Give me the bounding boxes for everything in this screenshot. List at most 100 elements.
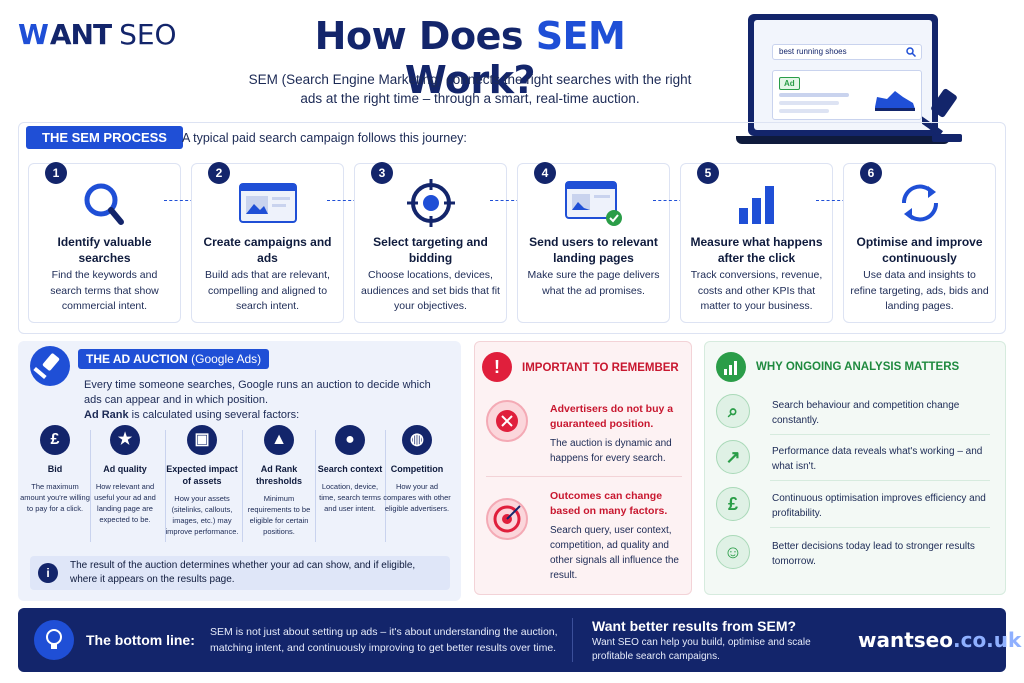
step-number: 5 xyxy=(697,162,719,184)
important-section xyxy=(474,341,692,595)
why-item-3: £ Continuous optimisation improves effic… xyxy=(716,487,996,531)
bar-chart-icon xyxy=(738,186,774,224)
process-step-5: 5 Measure what happens after the click T… xyxy=(680,162,833,323)
why-analysis-section xyxy=(704,341,1006,595)
lightbulb-icon xyxy=(34,620,74,660)
bottom-line-label: The bottom line: xyxy=(86,632,195,648)
gavel-icon xyxy=(922,88,962,142)
important-divider xyxy=(486,476,682,477)
bottom-line-text: SEM is not just about setting up ads – i… xyxy=(210,626,558,654)
important-title: IMPORTANT TO REMEMBER xyxy=(522,362,679,374)
step-number: 4 xyxy=(534,162,556,184)
shoe-icon xyxy=(875,91,915,111)
step-description: Build ads that are relevant, compelling … xyxy=(205,269,330,312)
why-divider xyxy=(770,434,990,435)
trend-up-icon: ↗ xyxy=(716,440,750,474)
factor-description: Minimum requirements to be eligible for … xyxy=(247,494,311,536)
why-item-1: ⌕ Search behaviour and competition chang… xyxy=(716,394,996,438)
auction-info-text: The result of the auction determines whe… xyxy=(70,560,416,585)
intro-text: SEM (Search Engine Marketing) connects t… xyxy=(248,72,692,106)
page-title: How Does SEM Work? xyxy=(314,14,626,102)
factor-divider xyxy=(315,430,316,542)
process-step-1: 1 Identify valuable searches Find the ke… xyxy=(28,162,181,323)
factor-title: Search context xyxy=(317,464,383,474)
factor-divider xyxy=(242,430,243,542)
logo-word-seo: SEO xyxy=(119,18,177,51)
process-step-3: 3 Select targeting and bidding Choose lo… xyxy=(354,162,507,323)
illustration-ad-result: Ad xyxy=(772,70,922,120)
laptop-illustration: best running shoes Ad xyxy=(736,14,966,146)
factor-description: How your ad compares with other eligible… xyxy=(383,482,451,513)
step-title: Send users to relevant landing pages xyxy=(529,235,658,265)
important-description: The auction is dynamic and happens for e… xyxy=(550,438,672,464)
important-item-2: Outcomes can change based on many factor… xyxy=(550,489,684,583)
factor-title: Bid xyxy=(47,464,63,474)
refresh-icon xyxy=(901,184,938,222)
step-description: Make sure the page delivers what the ad … xyxy=(527,269,660,297)
landing-page-icon xyxy=(564,181,622,226)
step-number: 2 xyxy=(208,162,230,184)
factor-bid: £ Bid The maximum amount you're willing … xyxy=(20,425,90,550)
important-heading: Advertisers do not buy a guaranteed posi… xyxy=(550,403,674,430)
step-description: Find the keywords and search terms that … xyxy=(50,269,159,312)
magnifier-icon: ⌕ xyxy=(716,394,750,428)
bottom-divider xyxy=(572,618,573,662)
step-description: Use data and insights to refine targetin… xyxy=(850,269,989,312)
factor-title: Expected impact of assets xyxy=(166,464,238,486)
factor-divider xyxy=(385,430,386,542)
step-title: Create campaigns and ads xyxy=(203,235,332,265)
podium-icon: ▲ xyxy=(264,425,294,455)
step-number: 6 xyxy=(860,162,882,184)
factor-expected-impact: ▣ Expected impact of assets How your ass… xyxy=(165,425,239,550)
factor-divider xyxy=(90,430,91,542)
exclamation-icon: ! xyxy=(482,352,512,382)
info-icon: i xyxy=(38,563,58,583)
step-title: Optimise and improve continuously xyxy=(856,235,983,265)
star-icon: ★ xyxy=(110,425,140,455)
ad-auction-text: Every time someone searches, Google runs… xyxy=(84,379,431,421)
cta-title: Want better results from SEM? xyxy=(592,618,797,634)
process-step-2: 2 Create campaigns and ads Build ads tha… xyxy=(191,162,344,323)
why-item-4: ☺ Better decisions today lead to stronge… xyxy=(716,535,996,579)
why-text: Continuous optimisation improves efficie… xyxy=(772,493,986,519)
step-number: 1 xyxy=(45,162,67,184)
ad-tag: Ad xyxy=(779,77,800,90)
magnifier-icon xyxy=(84,183,124,225)
cta-description: Want SEO can help you build, optimise an… xyxy=(592,637,811,662)
step-title: Select targeting and bidding xyxy=(373,235,488,265)
step-description: Track conversions, revenue, costs and ot… xyxy=(690,269,823,312)
why-text: Performance data reveals what's working … xyxy=(772,446,983,472)
factor-competition: ◍ Competition How your ad compares with … xyxy=(382,425,452,550)
sem-process-section xyxy=(18,122,1006,334)
search-icon xyxy=(906,47,916,57)
step-description: Choose locations, devices, audiences and… xyxy=(361,269,500,312)
target-icon xyxy=(406,179,455,227)
step-number: 3 xyxy=(371,162,393,184)
auction-info-box: i The result of the auction determines w… xyxy=(30,556,450,590)
factor-search-context: ● Search context Location, device, time,… xyxy=(315,425,385,550)
location-pin-icon: ● xyxy=(335,425,365,455)
sem-process-tag: THE SEM PROCESS xyxy=(26,126,183,149)
assets-icon: ▣ xyxy=(187,425,217,455)
ad-auction-tag: THE AD AUCTION (Google Ads) xyxy=(78,349,270,369)
process-step-4: 4 Send users to relevant landing pages M… xyxy=(517,162,670,323)
factor-description: How relevant and useful your ad and land… xyxy=(94,482,156,524)
why-divider xyxy=(770,527,990,528)
factor-ad-rank-thresholds: ▲ Ad Rank thresholds Minimum requirement… xyxy=(244,425,314,550)
people-icon: ◍ xyxy=(402,425,432,455)
logo-mark: W xyxy=(18,18,49,51)
gavel-icon xyxy=(30,346,70,386)
process-step-6: 6 Optimise and improve continuously Use … xyxy=(843,162,996,323)
sem-process-subtitle: A typical paid search campaign follows t… xyxy=(182,131,467,145)
logo-word: ANT xyxy=(49,18,112,51)
illustration-search-bar: best running shoes xyxy=(772,44,922,60)
factor-divider xyxy=(165,430,166,542)
laptop-base xyxy=(736,136,950,144)
why-divider xyxy=(770,480,990,481)
factor-description: Location, device, time, search terms and… xyxy=(319,482,381,513)
growth-chart-icon xyxy=(716,352,746,382)
factor-description: How your assets (sitelinks, callouts, im… xyxy=(165,494,239,536)
bottom-line-banner xyxy=(18,608,1006,672)
website-link[interactable]: wantseo.co.uk xyxy=(858,628,1022,652)
factor-title: Ad quality xyxy=(103,464,147,474)
